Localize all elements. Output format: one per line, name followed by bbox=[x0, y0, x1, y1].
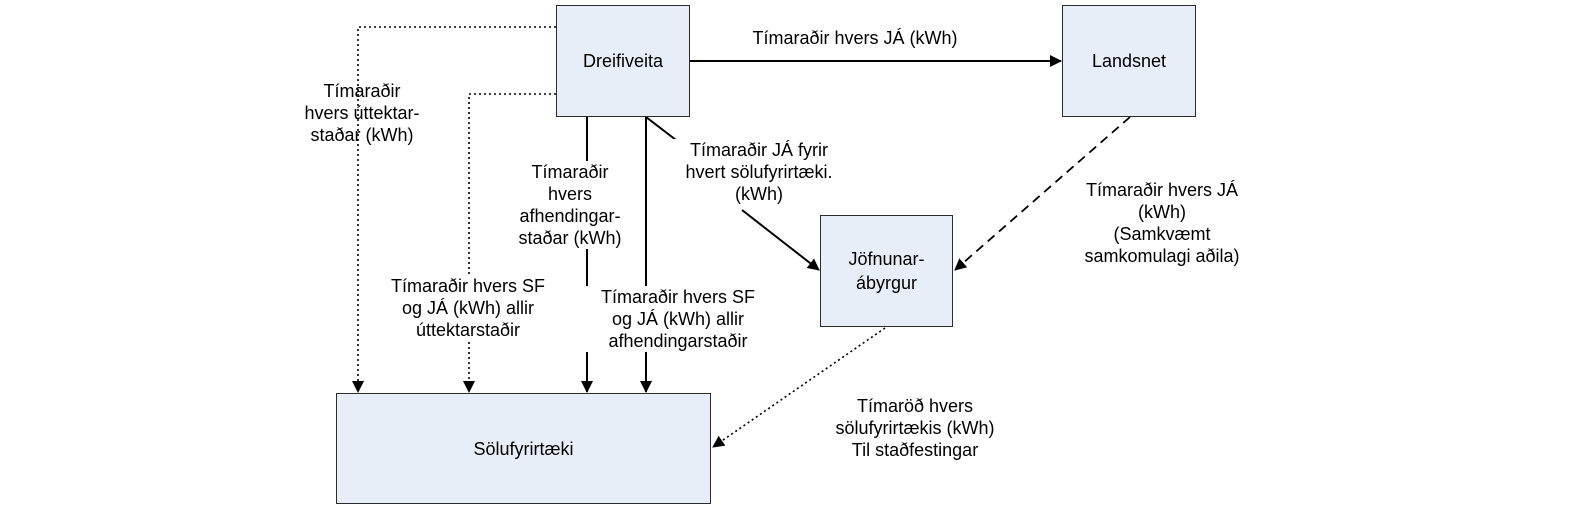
node-dreifiveita-label: Dreifiveita bbox=[582, 51, 664, 71]
node-solufyrirtaeki: Sölufyrirtæki bbox=[336, 393, 711, 504]
label-ja-solufyrirtaeki: Tímaraðir JÁ fyrir hvert sölufyrirtæki. … bbox=[666, 139, 852, 205]
arrow-dreifiveita-uttektarstadar bbox=[352, 26, 556, 393]
label-afhendingarstadar: Tímaraðir hvers afhendingar- staðar (kWh… bbox=[500, 161, 640, 249]
label-landsnet-jofnunar: Tímaraðir hvers JÁ (kWh) (Samkvæmt samko… bbox=[1084, 180, 1240, 266]
label-dreifi-landsnet: Tímaraðir hvers JÁ (kWh) bbox=[752, 28, 958, 48]
arrow-landsnet-jofnunar bbox=[954, 116, 1131, 271]
label-uttektarstadar: Tímaraðir hvers úttektar- staðar (kWh) bbox=[304, 81, 420, 145]
label-sf-ja-afhendingar: Tímaraðir hvers SF og JÁ (kWh) allir afh… bbox=[579, 286, 777, 352]
node-jofnunarabyrgur-label: Jöfnunar- ábyrgur bbox=[848, 249, 925, 293]
node-jofnunarabyrgur: Jöfnunar- ábyrgur bbox=[820, 215, 953, 327]
node-landsnet-label: Landsnet bbox=[1091, 51, 1167, 71]
node-dreifiveita: Dreifiveita bbox=[556, 5, 690, 117]
label-timarod: Tímaröð hvers sölufyrirtækis (kWh) Til s… bbox=[835, 396, 995, 460]
label-sf-ja-uttektar: Tímaraðir hvers SF og JÁ (kWh) allir útt… bbox=[370, 275, 566, 341]
node-landsnet: Landsnet bbox=[1062, 5, 1196, 117]
arrow-dreifiveita-jofnunar bbox=[741, 209, 820, 271]
node-solufyrirtaeki-label: Sölufyrirtæki bbox=[473, 438, 574, 459]
arrow-dreifiveita-jofnunar-start bbox=[645, 116, 677, 141]
